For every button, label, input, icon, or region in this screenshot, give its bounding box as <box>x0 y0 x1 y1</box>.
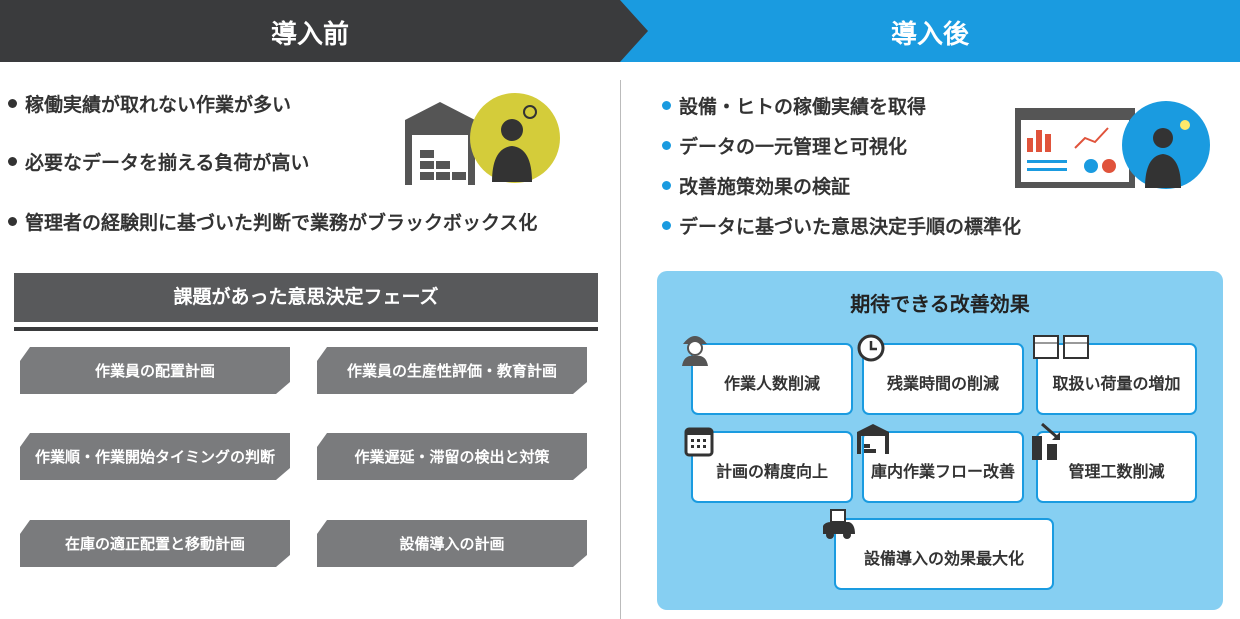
effects-title: 期待できる改善効果 <box>850 292 1030 316</box>
before-header <box>0 0 650 62</box>
after-bullet: 改善施策効果の検証 <box>662 172 850 199</box>
dashboard-worker-icon <box>1015 101 1210 189</box>
after-bullet: 設備・ヒトの稼働実績を取得 <box>662 92 926 119</box>
phase-chip: 作業員の生産性評価・教育計画 <box>317 347 587 394</box>
effect-card: 計画の精度向上 <box>691 431 853 503</box>
after-bullet: データに基づいた意思決定手順の標準化 <box>662 212 1021 239</box>
phase-chip: 在庫の適正配置と移動計画 <box>20 520 290 567</box>
calendar-icon <box>684 427 714 457</box>
delivery-robot-icon <box>823 509 855 539</box>
before-bullet: 管理者の経験則に基づいた判断で業務がブラックボックス化 <box>8 208 537 235</box>
before-bullet: 必要なデータを揃える負荷が高い <box>8 148 309 175</box>
boxes-icon <box>1033 335 1089 359</box>
section-underline <box>14 327 598 331</box>
after-bullet: データの一元管理と可視化 <box>662 132 907 159</box>
effect-card: 作業人数削減 <box>691 343 853 415</box>
warehouse-worker-icon <box>405 93 560 185</box>
phase-chip: 設備導入の計画 <box>317 520 587 567</box>
effect-card: 管理工数削減 <box>1036 431 1197 503</box>
effect-card: 設備導入の効果最大化 <box>834 518 1054 590</box>
phase-chip: 作業員の配置計画 <box>20 347 290 394</box>
chart-decrease-icon <box>1032 422 1060 460</box>
worker-helmet-icon <box>682 336 708 366</box>
phase-chip: 作業順・作業開始タイミングの判断 <box>20 433 290 480</box>
divider <box>620 80 621 619</box>
section-title: 課題があった意思決定フェーズ <box>14 273 598 322</box>
phase-chip: 作業遅延・滞留の検出と対策 <box>317 433 587 480</box>
warehouse-icon <box>857 424 889 454</box>
after-title: 導入後 <box>890 20 969 50</box>
effect-card: 残業時間の削減 <box>862 343 1024 415</box>
after-header <box>620 0 1240 62</box>
before-title: 導入前 <box>270 20 349 50</box>
before-bullet: 稼働実績が取れない作業が多い <box>8 90 291 117</box>
effect-card: 取扱い荷量の増加 <box>1036 343 1197 415</box>
clock-icon <box>857 334 885 362</box>
